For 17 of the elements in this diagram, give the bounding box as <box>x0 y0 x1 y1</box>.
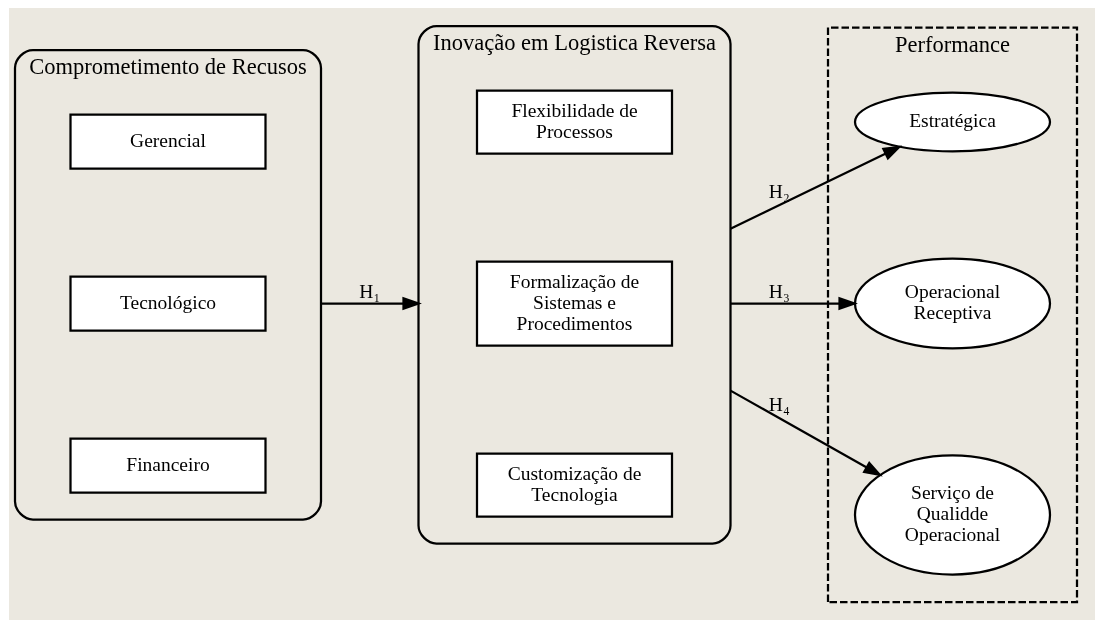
node-box: Tecnológico <box>68 275 267 332</box>
node-box: Customização de Tecnologia <box>475 452 673 518</box>
node-box: Formalização de Sistemas e Procedimentos <box>475 260 673 347</box>
node-box: Financeiro <box>68 437 267 494</box>
arrow <box>730 296 858 311</box>
edge-label: H₁ <box>358 281 380 303</box>
edge-label: H₃ <box>768 281 790 303</box>
arrow <box>320 296 422 311</box>
node-box: Flexibilidade de Processos <box>475 89 673 155</box>
arrow <box>729 389 883 477</box>
arrow <box>729 145 902 230</box>
node-ellipse: Serviço de Qualidde Operacional <box>853 454 1051 576</box>
node-box: Gerencial <box>68 113 267 170</box>
edge-label: H₂ <box>768 180 790 202</box>
node-ellipse: Estratégica <box>853 91 1051 153</box>
node-ellipse: Operacional Receptiva <box>853 257 1051 350</box>
edge-label: H₄ <box>768 393 790 415</box>
